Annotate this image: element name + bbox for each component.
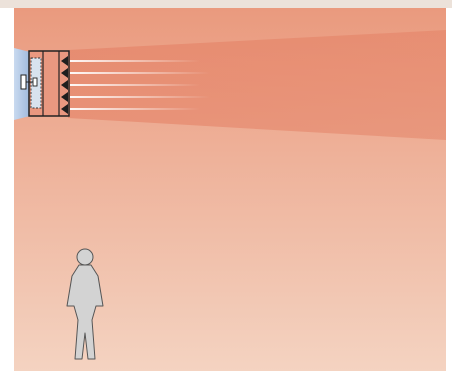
air-stream [70, 60, 200, 62]
nozzle-icon [61, 68, 68, 78]
person-head [76, 248, 94, 266]
air-stream [70, 96, 210, 98]
air-stream [70, 72, 210, 74]
heater-unit [20, 50, 70, 117]
nozzle-icon [61, 56, 68, 66]
person-body [66, 264, 104, 360]
nozzle-icon [61, 92, 68, 102]
nozzle-icon [61, 80, 68, 90]
nozzle-icon [61, 104, 68, 114]
person-icon [66, 248, 104, 360]
heater-bracket-clip [32, 77, 38, 87]
heater-bracket [20, 74, 27, 90]
warm-air-cone [68, 30, 446, 140]
air-streams [70, 60, 210, 110]
nozzle-group [61, 56, 68, 114]
air-stream [70, 84, 200, 86]
ceiling-band [0, 0, 452, 8]
air-stream [70, 108, 200, 110]
